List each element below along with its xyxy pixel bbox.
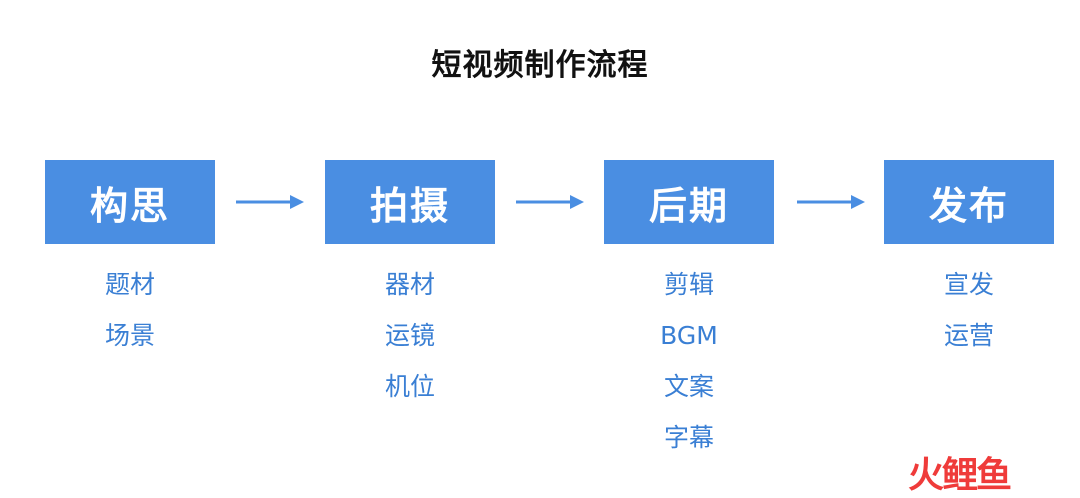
stage-items-publishing: 宣发 运营	[884, 266, 1054, 368]
stage-items-post-production: 剪辑 BGM 文案 字幕	[604, 266, 774, 470]
stage-label: 拍摄	[369, 183, 450, 228]
stage-item: 文案	[663, 372, 714, 401]
stage-item: 题材	[104, 270, 155, 299]
stage-item: 场景	[104, 321, 155, 350]
stage-label: 后期	[648, 183, 729, 228]
diagram-title: 短视频制作流程	[431, 48, 649, 83]
stage-label: 构思	[89, 183, 170, 228]
stage-item: 字幕	[663, 423, 714, 452]
stage-box-publishing: 发布	[884, 160, 1054, 244]
arrow-right-icon	[516, 195, 584, 209]
stage-box-post-production: 后期	[604, 160, 774, 244]
stage-item: 宣发	[943, 270, 994, 299]
stage-item: 剪辑	[663, 270, 714, 299]
arrow-right-icon	[797, 195, 865, 209]
stage-item: 机位	[384, 372, 435, 401]
stage-items-shooting: 器材 运镜 机位	[325, 266, 495, 419]
stage-box-shooting: 拍摄	[325, 160, 495, 244]
stage-item: 运镜	[384, 321, 435, 350]
watermark-logo: 火鲤鱼	[908, 455, 1012, 496]
stage-item: 器材	[384, 270, 435, 299]
arrow-right-icon	[236, 195, 304, 209]
stage-label: 发布	[928, 183, 1009, 228]
stage-box-ideation: 构思	[45, 160, 215, 244]
stage-items-ideation: 题材 场景	[45, 266, 215, 368]
stage-item: BGM	[660, 321, 718, 350]
stage-item: 运营	[943, 321, 994, 350]
